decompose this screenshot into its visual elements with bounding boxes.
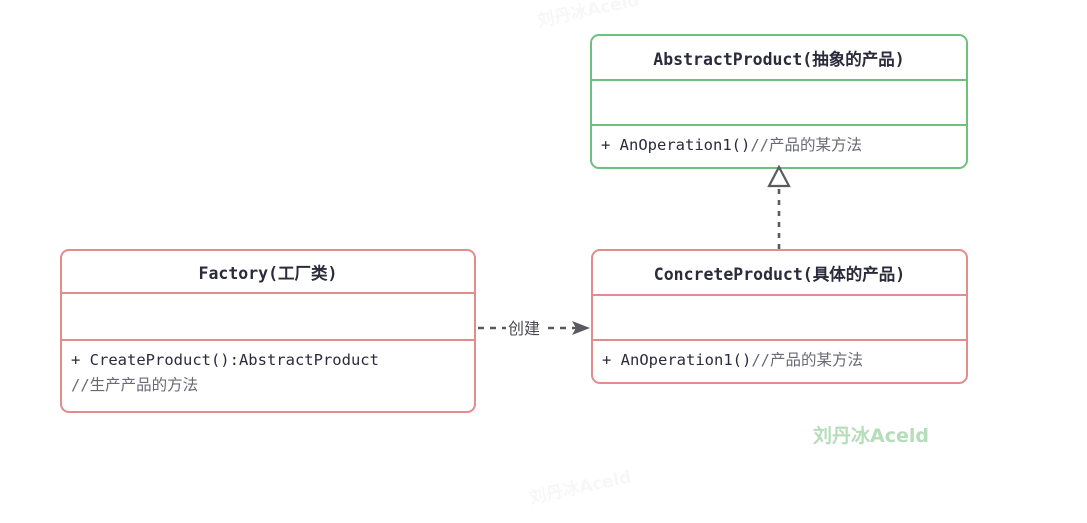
class-title-concrete-product: ConcreteProduct(具体的产品) [653,264,906,284]
class-box-concrete-product[interactable]: ConcreteProduct(具体的产品) + AnOperation1()/… [591,249,968,384]
watermark-faint-bottom: 刘丹冰Aceld [527,467,634,509]
watermark-author: 刘丹冰Aceld [813,425,929,447]
relationship-label-create: 创建 [506,315,543,339]
operation-signature: + CreateProduct():AbstractProduct [71,351,379,369]
class-attributes-abstract-product [592,79,966,124]
operation-signature: + AnOperation1() [602,351,752,369]
class-attributes-factory [62,292,474,339]
watermark-faint-top: 刘丹冰Aceld [535,0,642,32]
class-operations-concrete-product: + AnOperation1()//产品的某方法 [593,339,966,382]
class-operations-abstract-product: + AnOperation1()//产品的某方法 [592,124,966,167]
operation-comment: //产品的某方法 [750,136,862,154]
operation-comment: //生产产品的方法 [71,376,199,394]
hollow-triangle-arrowhead [767,164,791,188]
class-title-factory: Factory(工厂类) [198,263,338,283]
class-title-abstract-product: AbstractProduct(抽象的产品) [653,49,905,69]
class-box-factory[interactable]: Factory(工厂类) + CreateProduct():AbstractP… [60,249,476,413]
class-operations-factory: + CreateProduct():AbstractProduct //生产产品的… [62,339,474,411]
class-box-abstract-product[interactable]: AbstractProduct(抽象的产品) + AnOperation1()/… [590,34,968,169]
operation-signature: + AnOperation1() [601,136,751,154]
open-arrowhead [572,321,590,335]
operation-comment: //产品的某方法 [751,351,863,369]
connector-realization [767,164,791,249]
class-attributes-concrete-product [593,294,966,339]
